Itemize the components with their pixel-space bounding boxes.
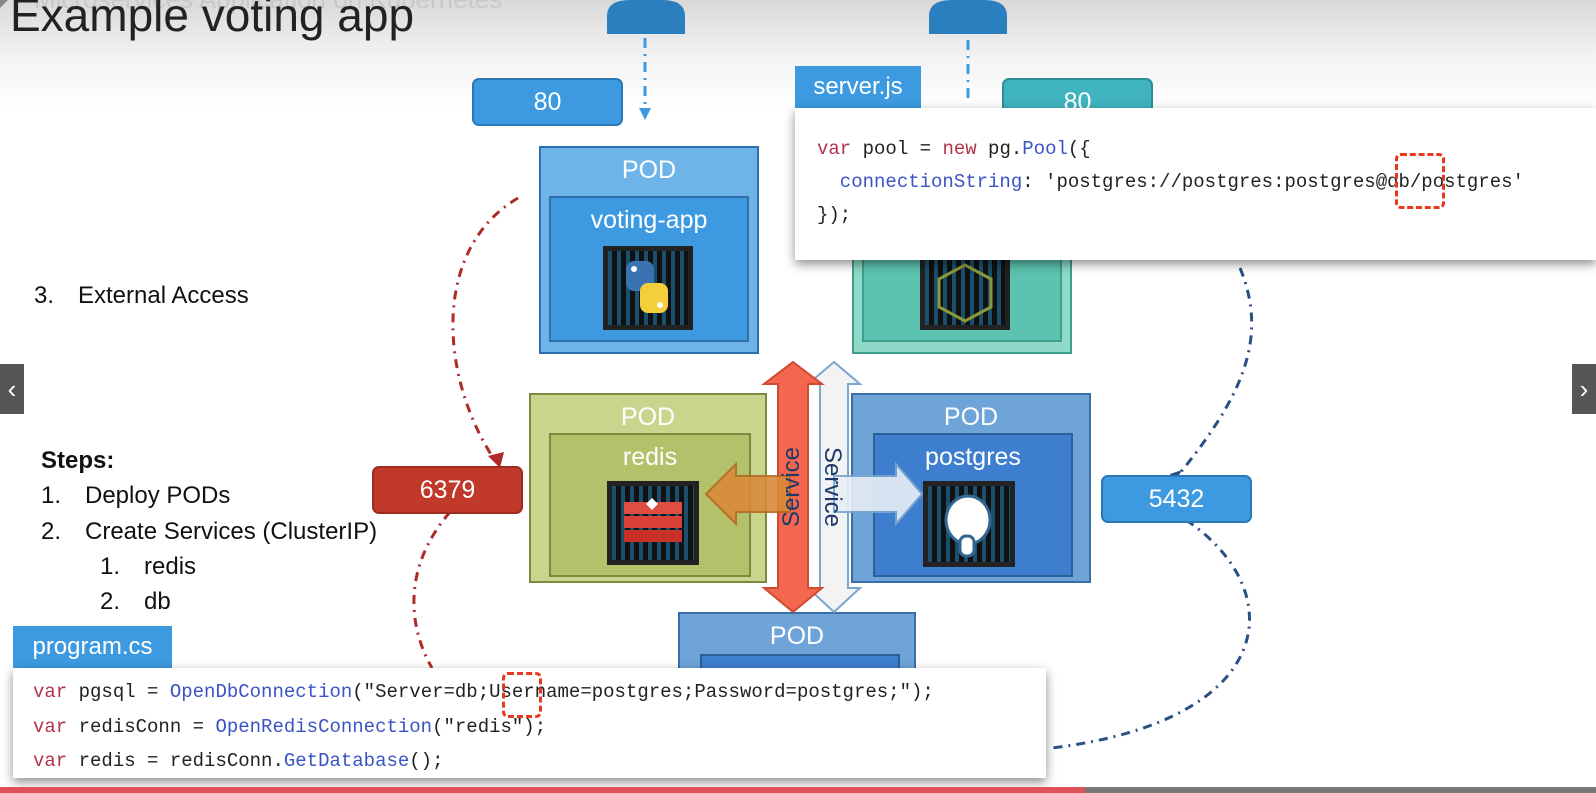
server-js-tab: server.js — [795, 66, 921, 108]
result-to-db-link — [1174, 267, 1254, 479]
redis-service-to-redis-arrow — [704, 461, 791, 527]
slide-title: Example voting app — [10, 0, 415, 41]
port-voting-80: 80 — [472, 78, 623, 126]
slide-subtitle: Microservices Application on Kubernetes — [34, 0, 502, 15]
pod-label: POD — [621, 156, 677, 184]
pod-label: POD — [943, 403, 999, 431]
program-cs-code: var pgsql = OpenDbConnection("Server=db;… — [13, 668, 1046, 778]
progress-bar[interactable] — [0, 787, 1596, 793]
container-name: redis — [622, 443, 678, 471]
db-service-label: Service — [819, 446, 846, 528]
nodejs-logo-icon — [937, 263, 993, 323]
code-line: var redis = redisConn.GetDatabase(); — [33, 750, 444, 772]
container-name: postgres — [925, 443, 1021, 471]
db-highlight-box — [1395, 153, 1445, 209]
port-db-5432: 5432 — [1101, 475, 1252, 523]
user-figure-right — [929, 0, 1007, 34]
steps-heading: Steps: — [41, 447, 115, 474]
db-service-to-postgres-arrow — [833, 461, 924, 527]
container-name: voting-app — [590, 206, 708, 234]
substep-db: 2.db — [100, 588, 171, 615]
code-line: connectionString: 'postgres://postgres:p… — [817, 171, 1524, 193]
pod-label: POD — [620, 403, 676, 431]
user-figure-left — [607, 0, 685, 34]
pod-label: POD — [769, 622, 825, 650]
step-create-services: 2.Create Services (ClusterIP) — [41, 518, 378, 545]
pod-voting-app: POD voting-app — [539, 146, 759, 354]
substep-redis: 1.redis — [100, 553, 197, 580]
redis-container-icon — [607, 481, 699, 565]
access-arrow-left — [639, 108, 651, 120]
step-deploy-pods: 1.Deploy PODs — [41, 482, 231, 509]
container-voting-app: voting-app — [549, 196, 749, 342]
program-cs-tab: program.cs — [13, 626, 172, 668]
redis-service-arrow — [761, 360, 825, 614]
server-js-code: var pool = new pg.Pool({ connectionStrin… — [795, 108, 1596, 260]
next-slide-button[interactable]: › — [1572, 364, 1596, 414]
db-highlight-box — [502, 672, 542, 718]
nodejs-container-icon — [920, 254, 1010, 330]
voting-to-redis-link — [451, 196, 519, 463]
redis-to-worker-link — [412, 511, 452, 669]
code-line: }); — [817, 204, 852, 226]
port-redis-6379: 6379 — [372, 466, 523, 514]
db-to-worker-link — [1051, 518, 1251, 750]
python-container-icon — [603, 246, 693, 330]
code-line: var pool = new pg.Pool({ — [817, 138, 1091, 160]
redis-logo-icon — [624, 498, 682, 542]
voting-to-redis-arrowhead — [488, 452, 504, 468]
postgres-logo-icon — [944, 494, 992, 558]
step-external-access: 3.External Access — [34, 282, 249, 309]
prev-slide-button[interactable]: ‹ — [0, 364, 24, 414]
corner-marker — [0, 0, 8, 8]
progress-fill — [0, 787, 1086, 793]
python-logo-icon — [626, 261, 668, 313]
service-arrows — [704, 360, 924, 614]
code-line: var pgsql = OpenDbConnection("Server=db;… — [33, 681, 934, 703]
code-line: var redisConn = OpenRedisConnection("red… — [33, 716, 547, 738]
postgres-container-icon — [923, 481, 1015, 567]
redis-service-label: Service — [778, 446, 805, 528]
